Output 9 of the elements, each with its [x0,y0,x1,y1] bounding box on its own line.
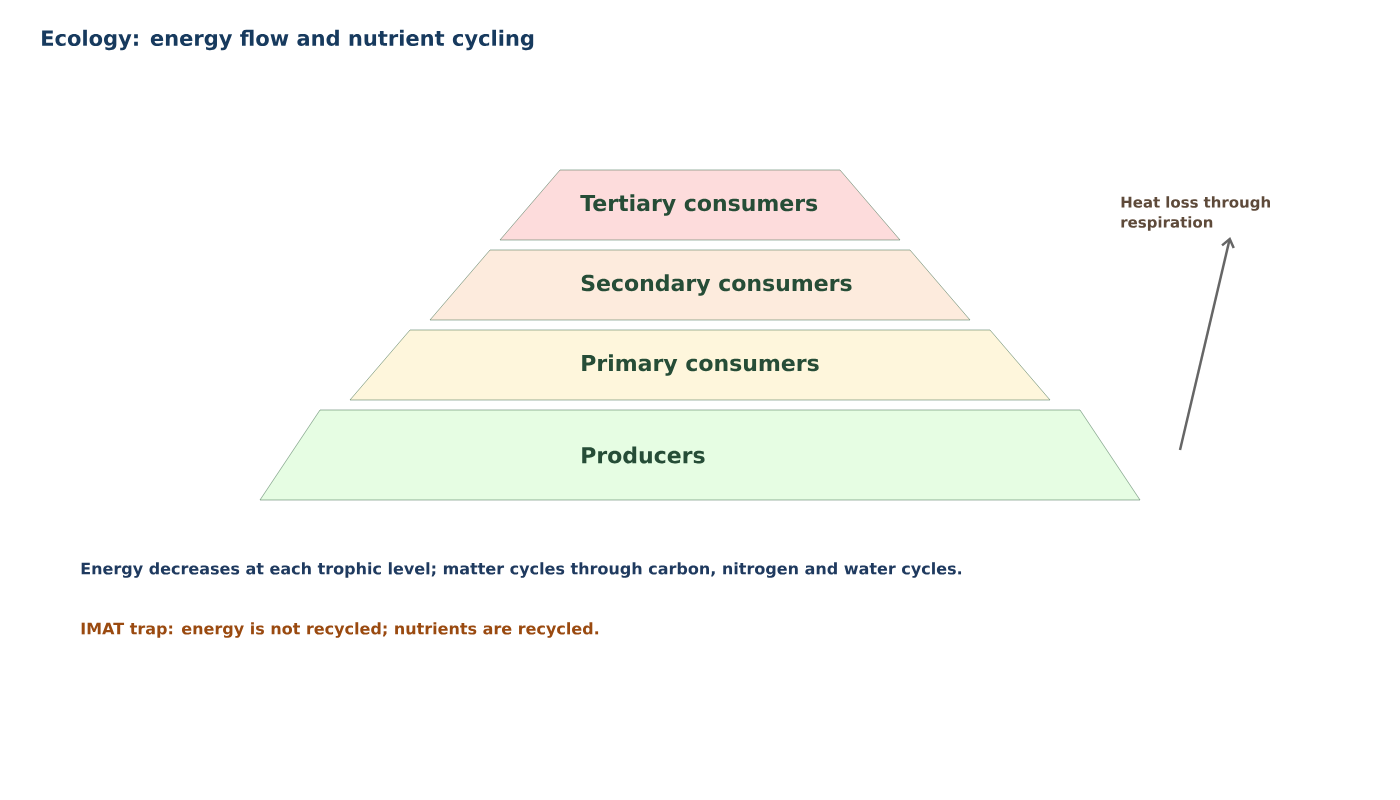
note: IMAT trap: energy is not recycled; nutrients are recycled. [81,622,599,638]
title: Ecology: energy flow and nutrient cycling [42,29,534,51]
arrow [1178,236,1235,451]
note: Energy decreases at each trophic level; matter cycles through carbon, nitrogen and water cycles. [81,562,962,578]
trophic-level: Primary consumers [349,329,1051,401]
trophic-level: Tertiary consumers [499,169,901,241]
trophic-level: Producers [259,409,1141,501]
trophic-level: Secondary consumers [429,249,971,321]
annotation-text: Heat loss through respiration [1121,196,1270,231]
